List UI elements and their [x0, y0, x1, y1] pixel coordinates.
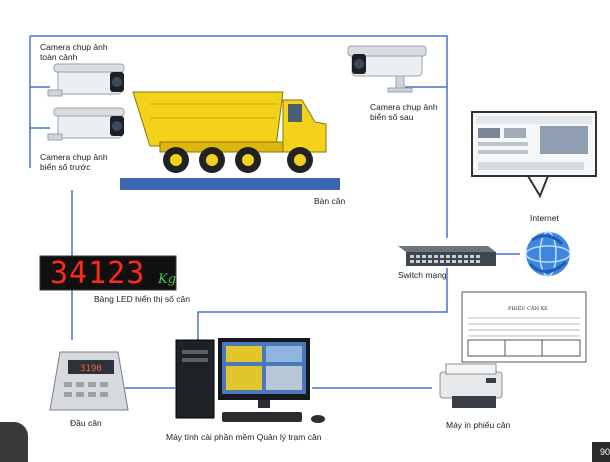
lens-search-badge[interactable]	[0, 422, 28, 462]
truck-icon	[132, 91, 327, 173]
label-indicator: Đầu cân	[70, 418, 102, 428]
ticket-title: PHIẾU CÂN XE	[508, 304, 548, 312]
scale-plate	[120, 178, 340, 190]
line-top-frame	[30, 35, 448, 238]
indicator-value: 3190	[80, 364, 102, 374]
label-switch: Switch mạng	[398, 270, 447, 280]
front-camera-icon	[47, 107, 125, 141]
label-camera-overview-line1: Camera chụp ảnh	[40, 42, 108, 52]
line-switch-computer	[197, 268, 448, 340]
label-camera-overview-line2: toàn cảnh	[40, 52, 78, 62]
label-camera-front: Camera chụp ảnh biển số trước	[40, 152, 108, 172]
weighing-ticket-icon: PHIẾU CÂN XE	[461, 291, 587, 363]
website-monitor-icon	[471, 111, 597, 199]
printer-icon	[439, 363, 503, 408]
label-internet: Internet	[530, 213, 559, 223]
label-computer: Máy tính cài phần mềm Quản lý trạm cân	[166, 432, 322, 442]
label-camera-rear: Camera chụp ảnh biển số sau	[370, 102, 438, 122]
label-camera-front-line1: Camera chụp ảnh	[40, 152, 108, 162]
corner-badge: 90	[592, 442, 610, 462]
led-unit: Kg	[157, 272, 176, 287]
label-camera-rear-line1: Camera chụp ảnh	[370, 102, 438, 112]
label-scale: Bàn cân	[314, 196, 346, 206]
computer-icon	[175, 338, 325, 423]
internet-globe-icon	[525, 231, 571, 277]
network-switch-icon	[398, 246, 496, 266]
label-camera-rear-line2: biển số sau	[370, 112, 414, 122]
led-digits: 34123	[50, 256, 145, 291]
label-printer: Máy in phiếu cân	[446, 420, 511, 430]
label-led-board: Bảng LED hiển thị số cân	[94, 294, 190, 304]
label-camera-overview: Camera chụp ảnh toàn cảnh	[40, 42, 108, 62]
label-camera-front-line2: biển số trước	[40, 162, 91, 172]
weighing-indicator-icon: 3190	[49, 351, 129, 411]
led-board-icon: 34123 Kg	[39, 255, 177, 291]
overview-camera-icon	[47, 63, 125, 97]
rear-camera-icon	[347, 45, 427, 93]
